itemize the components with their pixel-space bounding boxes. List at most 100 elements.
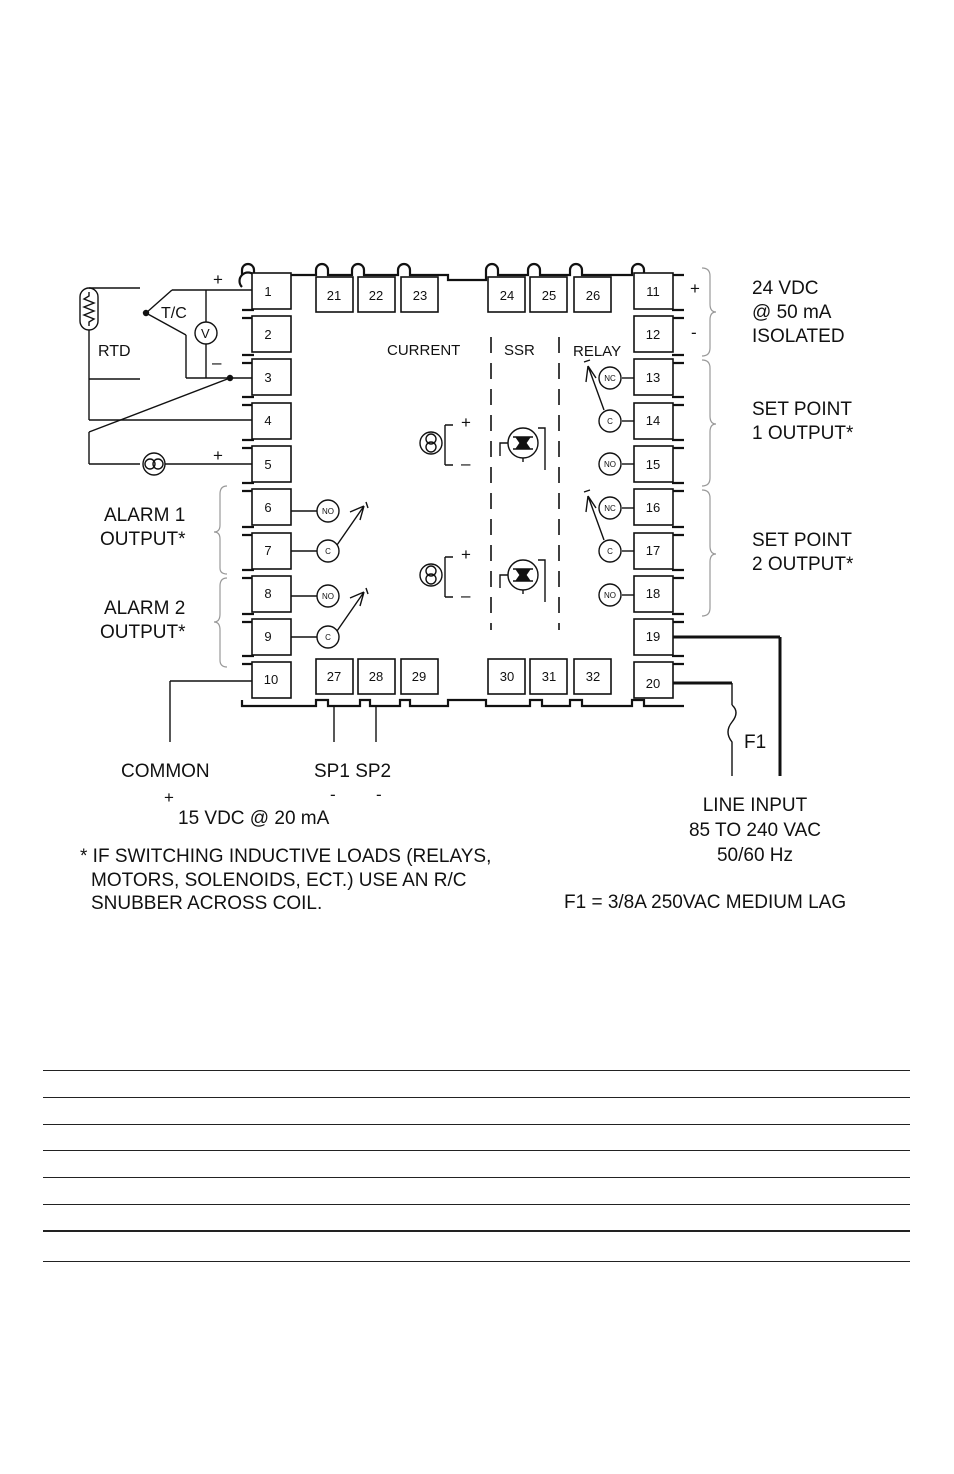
- no-contact-icon: [316, 499, 340, 523]
- terminals-right: [633, 272, 674, 699]
- current2-plus: +: [461, 545, 471, 564]
- terminal-21[interactable]: [315, 276, 354, 313]
- terminal-20[interactable]: [633, 661, 674, 699]
- fuse-label: F1: [744, 732, 766, 753]
- current-output-icon: [419, 563, 443, 587]
- terminal-2[interactable]: [251, 315, 292, 353]
- alarm1-label: ALARM 1: [104, 505, 185, 526]
- sp-label: SP1 SP2: [314, 761, 391, 782]
- terminal-number: 27: [327, 669, 341, 684]
- terminal-32[interactable]: [573, 658, 612, 695]
- no-label: NO: [322, 592, 334, 601]
- terminal-16[interactable]: [633, 488, 674, 526]
- no-label: NO: [322, 507, 334, 516]
- current-header: CURRENT: [387, 342, 460, 359]
- right-ribs: [672, 308, 684, 666]
- terminals-left: [251, 272, 292, 699]
- current-source-icon: [142, 452, 166, 476]
- alarm-contact-labels: NO C NO C: [322, 507, 334, 642]
- terminal-number: 23: [413, 288, 427, 303]
- terminal-1[interactable]: [251, 272, 292, 310]
- terminal-6[interactable]: [251, 488, 292, 526]
- current2-minus: –: [461, 586, 471, 605]
- setpoint1-label: 1 OUTPUT*: [752, 423, 854, 444]
- terminal-28[interactable]: [357, 658, 396, 695]
- rtd-resistor-icon: [82, 292, 96, 326]
- terminal-10[interactable]: [251, 661, 292, 699]
- terminal-number: 32: [586, 669, 600, 684]
- rtd-label: RTD: [98, 343, 131, 360]
- terminal-26[interactable]: [573, 276, 612, 313]
- relay-header: RELAY: [573, 343, 621, 360]
- terminal-30[interactable]: [487, 658, 526, 695]
- terminal-number: 4: [264, 413, 271, 428]
- terminal-3[interactable]: [251, 358, 292, 396]
- c-label: C: [607, 547, 613, 556]
- terminal-number: 15: [646, 457, 660, 472]
- common-label: COMMON: [121, 761, 210, 782]
- alarm1-label: OUTPUT*: [100, 529, 186, 550]
- form-rule: [43, 1097, 910, 1098]
- terminal-31[interactable]: [529, 658, 568, 695]
- terminal-number: 21: [327, 288, 341, 303]
- supply-15v-label: 15 VDC @ 20 mA: [178, 808, 330, 829]
- no-contact-icon: [598, 452, 622, 476]
- terminal-24[interactable]: [487, 276, 526, 313]
- terminal-11[interactable]: [633, 272, 674, 310]
- terminal-number: 6: [264, 500, 271, 515]
- tc-plus: +: [213, 270, 223, 289]
- terminal-number: 19: [646, 629, 660, 644]
- supply-plus: +: [690, 279, 700, 298]
- terminal-13[interactable]: [633, 358, 674, 396]
- form-rule: [43, 1070, 910, 1071]
- line-input-label: LINE INPUT 85 TO 240 VAC 50/60 Hz: [689, 795, 821, 866]
- current1-minus: –: [461, 454, 471, 473]
- terminal-15[interactable]: [633, 445, 674, 483]
- terminal-22[interactable]: [357, 276, 396, 313]
- current1-plus: +: [461, 413, 471, 432]
- terminal-number: 3: [264, 370, 271, 385]
- terminal-25[interactable]: [529, 276, 568, 313]
- current-output-icon: [419, 431, 443, 455]
- current-plus: +: [213, 446, 223, 465]
- form-rule: [43, 1204, 910, 1205]
- terminal-number: 17: [646, 543, 660, 558]
- nc-contact-icon: [598, 366, 622, 390]
- terminal-number: 29: [412, 669, 426, 684]
- tc-label: T/C: [161, 305, 187, 322]
- terminal-number: 2: [264, 327, 271, 342]
- terminals-top: [315, 276, 612, 313]
- terminal-9[interactable]: [251, 618, 292, 656]
- terminal-12[interactable]: [633, 315, 674, 353]
- c-contact-icon: [316, 625, 340, 649]
- c-label: C: [607, 417, 613, 426]
- terminal-number: 12: [646, 327, 660, 342]
- terminal-number: 26: [586, 288, 600, 303]
- module-dividers: [490, 337, 560, 630]
- terminal-number: 5: [264, 457, 271, 472]
- tc-minus: –: [212, 353, 222, 372]
- c-contact-icon: [598, 539, 622, 563]
- terminal-18[interactable]: [633, 575, 674, 613]
- form-rule: [43, 1230, 910, 1232]
- tc-junction-dot: [142, 309, 150, 317]
- terminal-4[interactable]: [251, 402, 292, 440]
- fuse-note: F1 = 3/8A 250VAC MEDIUM LAG: [564, 892, 846, 913]
- terminal-8[interactable]: [251, 575, 292, 613]
- left-ribs: [238, 271, 255, 666]
- supply-label: ISOLATED: [752, 326, 845, 347]
- terminal-17[interactable]: [633, 532, 674, 570]
- c-contact-icon: [316, 539, 340, 563]
- nc-label: NC: [604, 374, 616, 383]
- no-label: NO: [604, 591, 616, 600]
- terminal-23[interactable]: [400, 276, 439, 313]
- form-rule: [43, 1124, 910, 1125]
- terminal-29[interactable]: [400, 658, 439, 695]
- no-label: NO: [604, 460, 616, 469]
- terminal-numbers: 1 2 3 4 5 6 7 8 9 10 11 12 13 14 15 16 1…: [264, 284, 660, 691]
- terminal-number: 10: [264, 672, 278, 687]
- terminal-27[interactable]: [315, 658, 354, 695]
- supply-label: @ 50 mA: [752, 302, 832, 323]
- terminal-number: 9: [264, 629, 271, 644]
- terminal-number: 28: [369, 669, 383, 684]
